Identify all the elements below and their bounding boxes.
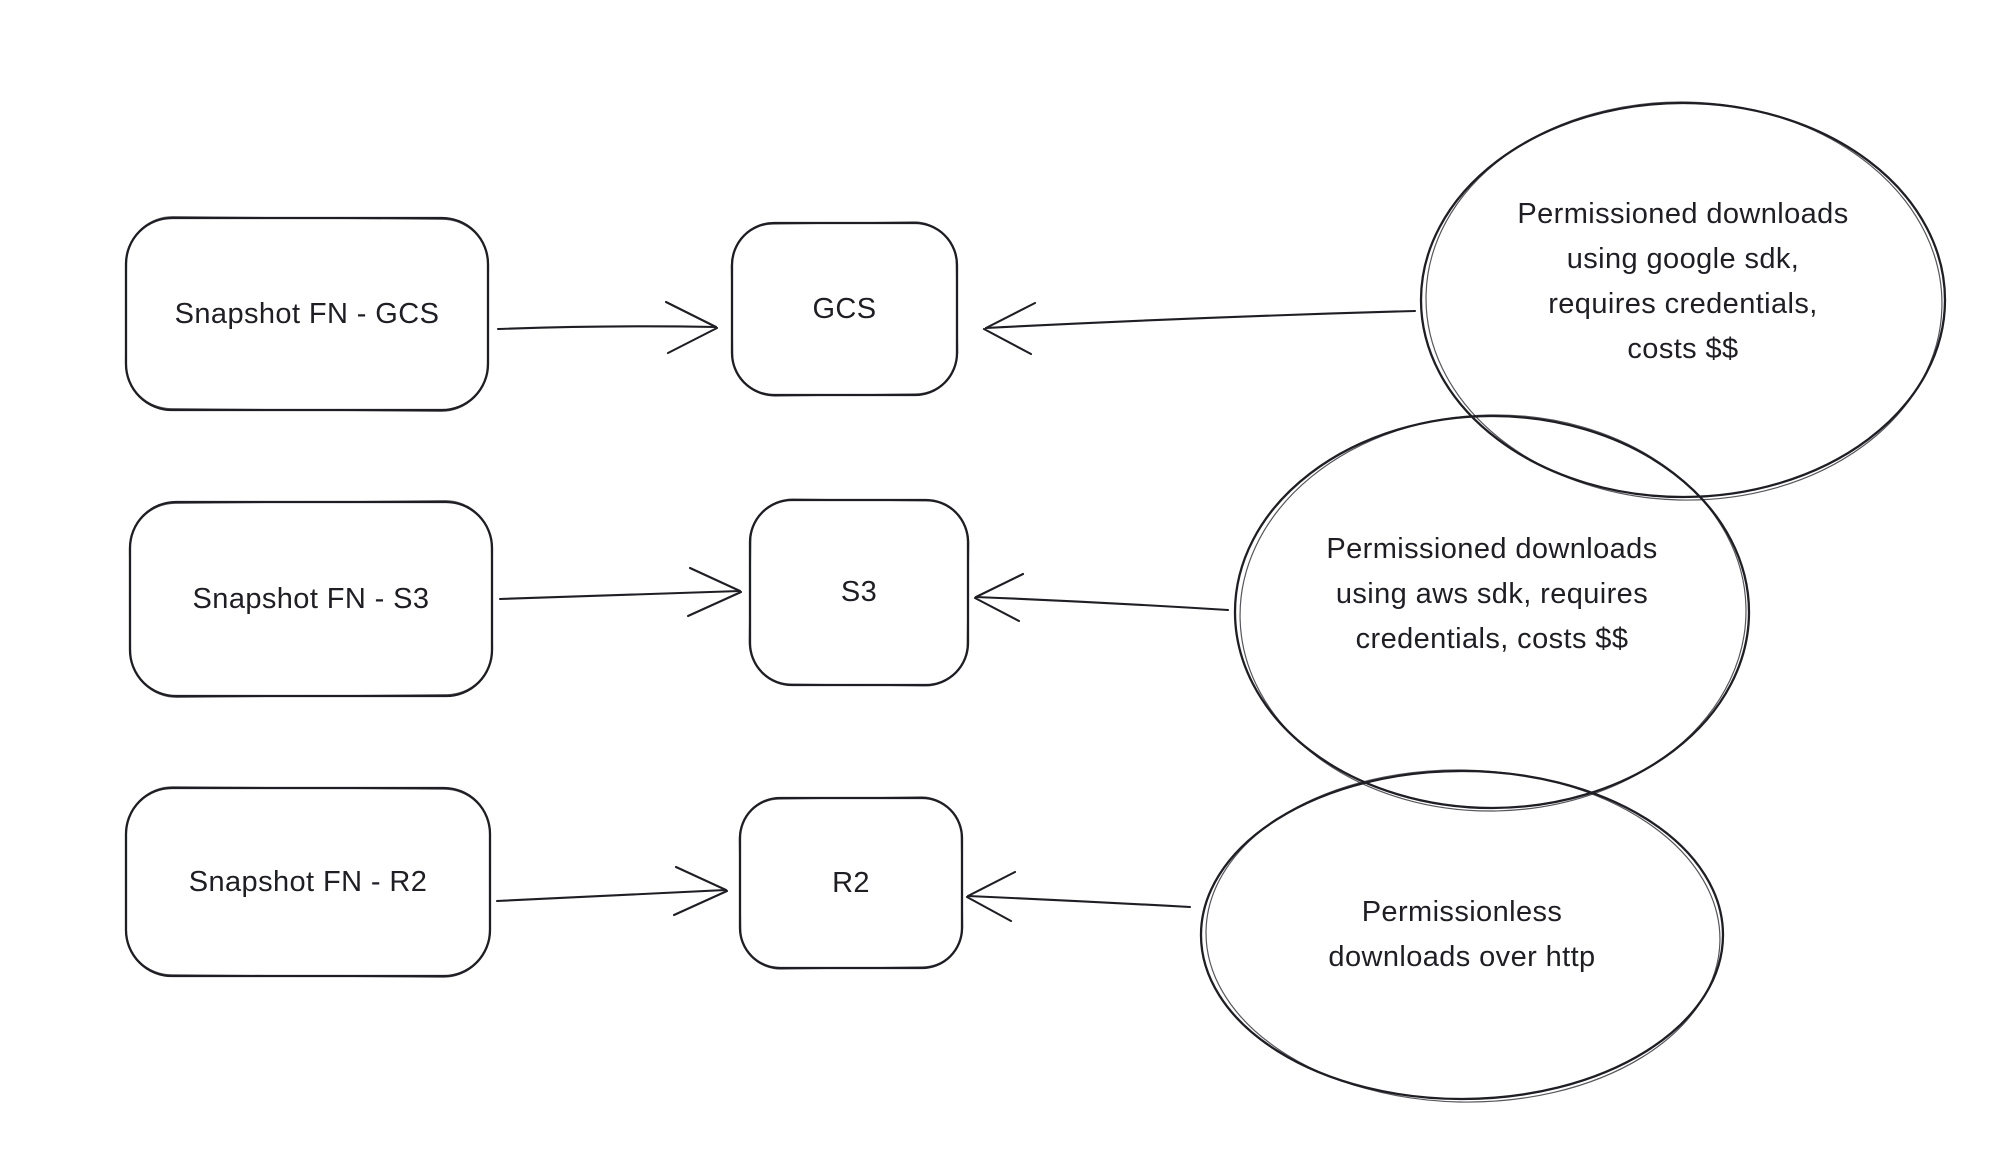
arrow-source-r2-to-bucket [495,865,729,917]
shape-outline-overlay [748,498,970,687]
arrow-head [664,300,719,355]
node-source-r2-shape [124,786,492,978]
arrow-line [496,325,718,331]
shape-outline-overlay [128,500,494,698]
node-bucket-r2-shape [738,796,964,970]
shape-outline [730,221,959,397]
node-source-gcs-shape [124,216,490,412]
node-bucket-s3-shape [748,498,970,687]
arrow-head [973,572,1025,623]
arrow-head [982,301,1037,356]
note-s3-shape [1233,414,1751,812]
shape-outline [124,216,490,412]
shape-outline [1233,414,1751,810]
node-bucket-gcs-shape [730,221,959,397]
arrow-head [686,566,743,618]
arrow-line [984,309,1417,330]
shape-outline [748,498,970,687]
shape-outline-overlay [730,221,959,397]
arrow-note-s3-to-bucket [973,572,1230,623]
shape-outline [128,500,494,698]
arrow-note-gcs-to-bucket [982,301,1417,356]
shape-outline [1199,769,1725,1101]
shape-outline [124,786,492,978]
shape-outline-overlay [1425,101,1943,501]
shape-outline-overlay [1205,769,1721,1103]
arrow-source-s3-to-bucket [498,566,743,618]
arrow-line [966,894,1192,909]
shape-outline-overlay [1239,414,1747,812]
arrow-line [495,888,728,903]
arrow-line [498,589,742,601]
note-gcs-shape [1419,101,1947,501]
shape-outline-overlay [124,216,490,412]
arrow-source-gcs-to-bucket [496,300,719,355]
note-r2-shape [1199,769,1725,1103]
arrow-line [974,595,1230,612]
shape-outline-overlay [738,796,964,970]
shape-outline [1419,101,1947,499]
arrow-head [672,865,729,917]
arrow-note-r2-to-bucket [965,870,1192,923]
node-source-s3-shape [128,500,494,698]
arrow-head [965,870,1017,923]
shape-outline [738,796,964,970]
shape-outline-overlay [124,786,492,978]
